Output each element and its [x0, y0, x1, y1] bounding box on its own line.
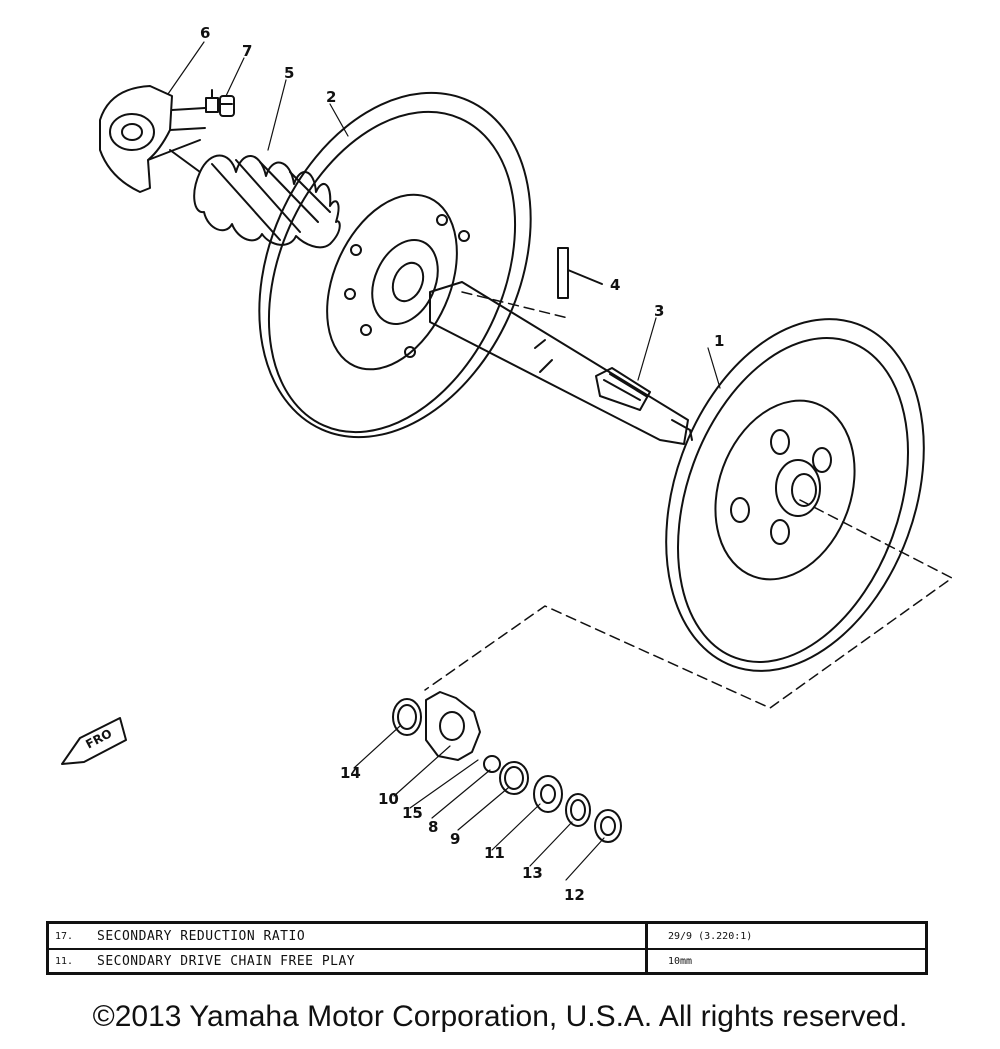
bolt-part	[205, 89, 235, 117]
callout-3: 3	[654, 302, 664, 320]
callout-12: 12	[564, 886, 585, 904]
reference-lines	[424, 291, 953, 709]
fixed-sheave-part	[665, 318, 925, 672]
callout-11: 11	[484, 844, 505, 862]
callout-8: 8	[428, 818, 438, 836]
spec-row: 11. SECONDARY DRIVE CHAIN FREE PLAY 10mm	[49, 949, 925, 973]
cam-bracket-part	[99, 85, 206, 193]
spec-value: 10mm	[645, 949, 925, 973]
callout-4: 4	[610, 276, 620, 294]
spec-row: 17. SECONDARY REDUCTION RATIO 29/9 (3.22…	[49, 924, 925, 950]
front-direction-arrow	[61, 717, 127, 765]
shaft-part	[429, 281, 693, 445]
callout-9: 9	[450, 830, 460, 848]
key-part	[557, 247, 603, 299]
spec-label: SECONDARY REDUCTION RATIO	[97, 928, 306, 944]
sprocket-assembly	[392, 691, 622, 843]
spec-code: 11.	[55, 955, 74, 967]
secondary-sheave-part	[258, 91, 532, 439]
spec-code: 17.	[55, 930, 74, 942]
callout-5: 5	[284, 64, 294, 82]
callout-10: 10	[378, 790, 399, 808]
callout-2: 2	[326, 88, 336, 106]
callout-15: 15	[402, 804, 423, 822]
spring-part	[169, 149, 341, 249]
spec-value: 29/9 (3.220:1)	[645, 924, 925, 948]
callout-7: 7	[242, 42, 252, 60]
callout-13: 13	[522, 864, 543, 882]
callout-1: 1	[714, 332, 724, 350]
callout-6: 6	[200, 24, 210, 42]
callout-14: 14	[340, 764, 361, 782]
leader-lines	[167, 41, 721, 881]
copyright-notice: ©2013 Yamaha Motor Corporation, U.S.A. A…	[92, 1000, 908, 1033]
spec-table: 17. SECONDARY REDUCTION RATIO 29/9 (3.22…	[46, 921, 928, 975]
spec-label: SECONDARY DRIVE CHAIN FREE PLAY	[97, 953, 356, 969]
